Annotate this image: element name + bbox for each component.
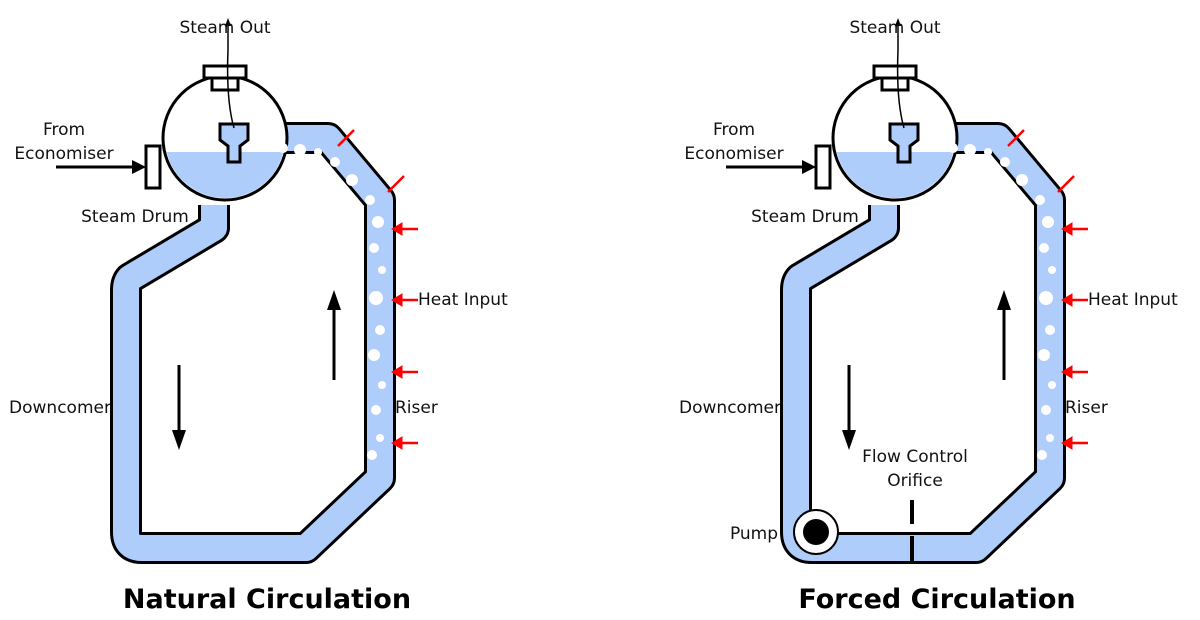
- downcomer-label: Downcomer: [9, 398, 111, 418]
- upflow-arrow: [327, 290, 341, 380]
- natural-title: Natural Circulation: [123, 584, 411, 615]
- heat-input-label: Heat Input: [1088, 290, 1178, 310]
- downflow-arrow: [172, 365, 186, 450]
- downflow-arrow: [842, 365, 856, 450]
- riser-label: Riser: [1065, 398, 1108, 418]
- economiser-label: Economiser: [14, 144, 113, 164]
- flow-control-orifice: [910, 500, 914, 564]
- heat-arrows: [337, 129, 418, 450]
- steam-out-label: Steam Out: [179, 18, 270, 38]
- natural-circulation-diagram: Steam Out From Economiser Steam Drum Dow…: [9, 18, 508, 615]
- forced-circulation-diagram: Steam Out From Economiser Steam Drum Dow…: [679, 18, 1178, 615]
- inlet-arrow: [726, 160, 816, 174]
- orifice-label: Orifice: [887, 471, 943, 491]
- steam-out-label: Steam Out: [849, 18, 940, 38]
- pump-icon: [793, 509, 839, 555]
- heat-arrows: [1007, 129, 1088, 450]
- downcomer-label: Downcomer: [679, 398, 781, 418]
- upflow-arrow: [997, 290, 1011, 380]
- economiser-label: Economiser: [684, 144, 783, 164]
- heat-input-label: Heat Input: [418, 290, 508, 310]
- riser-label: Riser: [395, 398, 438, 418]
- steam-drum-label: Steam Drum: [81, 207, 189, 227]
- flow-control-label: Flow Control: [862, 447, 968, 467]
- inlet-arrow: [56, 160, 146, 174]
- steam-drum-label: Steam Drum: [751, 207, 859, 227]
- from-label: From: [43, 120, 85, 140]
- forced-title: Forced Circulation: [798, 584, 1075, 615]
- from-label: From: [713, 120, 755, 140]
- pump-label: Pump: [730, 524, 778, 544]
